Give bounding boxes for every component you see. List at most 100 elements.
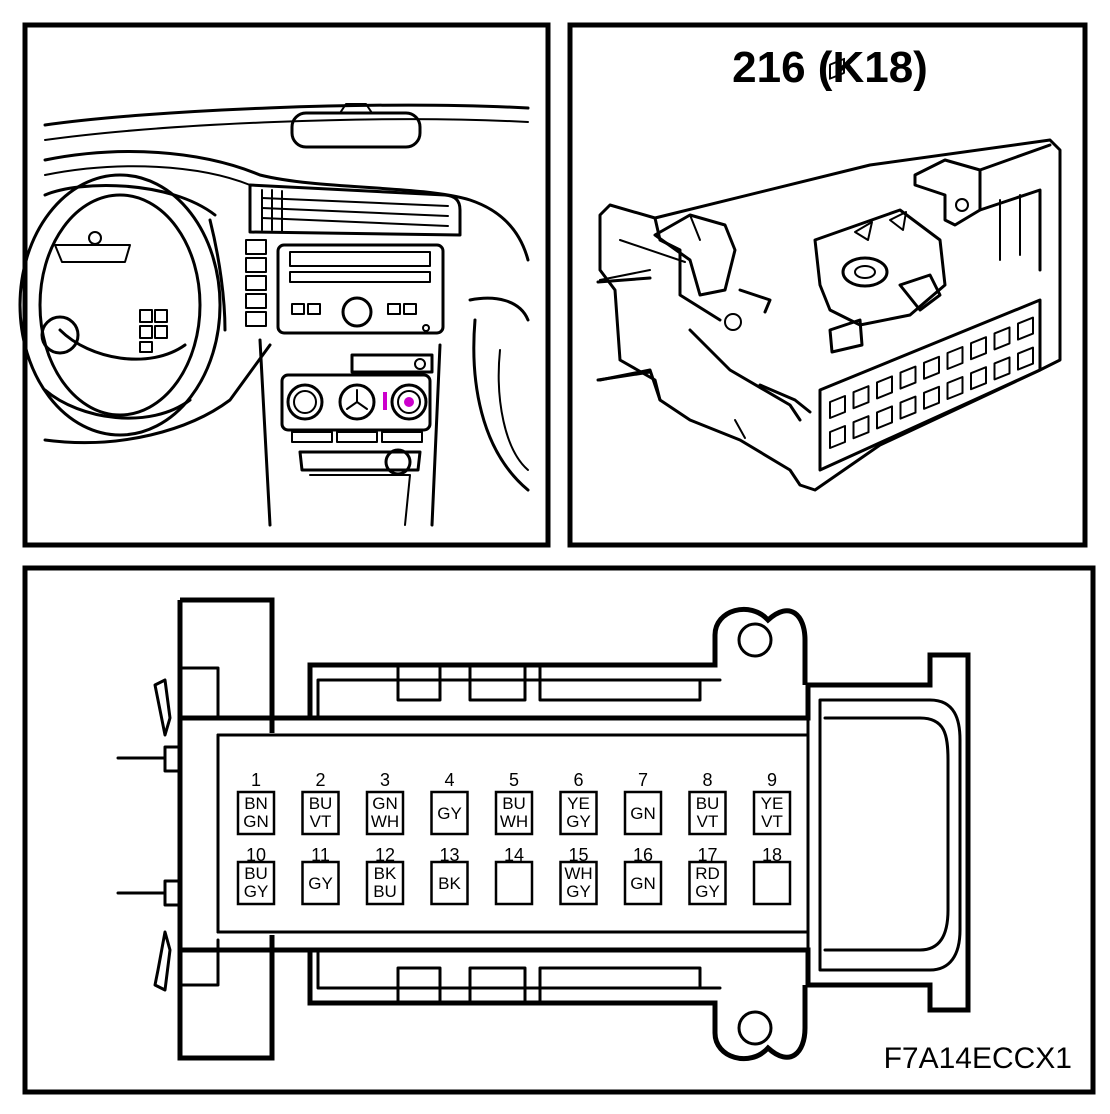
pin-number: 5 — [509, 770, 519, 790]
pin-cavity — [623, 860, 663, 906]
pin-7: 7GN — [623, 770, 663, 836]
pin-cavity — [752, 790, 792, 836]
pin-number: 14 — [504, 845, 524, 865]
cavity — [923, 355, 940, 380]
wire-color: VT — [697, 812, 719, 831]
wire-color: WH — [564, 864, 592, 883]
wire-color: VT — [761, 812, 783, 831]
cavity — [946, 376, 964, 400]
pin-number: 8 — [702, 770, 712, 790]
cavity — [993, 356, 1011, 381]
wire-color: WH — [500, 812, 528, 831]
pin-cavity — [688, 860, 727, 906]
wire-color: BK — [438, 874, 461, 893]
cavity — [899, 365, 917, 390]
pin-number: 3 — [380, 770, 390, 790]
wire-color: GN — [372, 794, 398, 813]
pin-cavity — [430, 790, 469, 836]
pin-number: 10 — [246, 845, 266, 865]
wire-color: BU — [502, 794, 526, 813]
wire-color: GY — [244, 882, 269, 901]
pin-number: 6 — [573, 770, 583, 790]
pin-cavity — [236, 860, 276, 906]
wire-color: GY — [308, 874, 333, 893]
wire-color: GN — [630, 874, 656, 893]
wire-color: YE — [567, 794, 590, 813]
cavity — [899, 395, 917, 420]
pin-4: 4GY — [430, 770, 469, 836]
wire-color: RD — [695, 864, 720, 883]
pin-14: 14 — [494, 845, 534, 906]
wire-color: YE — [761, 794, 784, 813]
pin-cavity — [559, 790, 598, 836]
pin-number: 18 — [762, 845, 782, 865]
pin-number: 16 — [633, 845, 653, 865]
pin-cavity — [365, 860, 405, 906]
pin-number: 9 — [767, 770, 777, 790]
pin-grid: 1BNGN2BUVT3GNWH4GY5BUWH6YEGY7GN8BUVT9YEV… — [236, 770, 792, 906]
pin-cavity — [752, 860, 792, 906]
cavity — [923, 385, 940, 410]
pin-number: 17 — [697, 845, 717, 865]
pin-cavity — [365, 790, 405, 836]
cavity — [946, 346, 964, 370]
wire-color: GN — [630, 804, 656, 823]
cavity-grid — [829, 57, 845, 80]
cavity — [852, 385, 870, 410]
pin-number: 2 — [315, 770, 325, 790]
cavity — [829, 425, 846, 449]
cavity — [993, 326, 1011, 351]
pin-cavity — [236, 790, 276, 836]
pin-number: 12 — [375, 845, 395, 865]
pin-18: 18 — [752, 845, 792, 906]
pin-number: 4 — [444, 770, 454, 790]
pin-cavity — [430, 860, 469, 906]
wire-color: GY — [695, 882, 720, 901]
pin-cavity — [559, 860, 598, 906]
pin-number: 13 — [439, 845, 459, 865]
pin-cavity — [494, 790, 534, 836]
pin-number: 1 — [251, 770, 261, 790]
cavity — [970, 366, 987, 391]
cavity — [852, 415, 870, 440]
cavity — [876, 375, 893, 400]
wire-color: BU — [373, 882, 397, 901]
wire-color: BU — [309, 794, 333, 813]
pinout-panel: 1BNGN2BUVT3GNWH4GY5BUWH6YEGY7GN8BUVT9YEV… — [22, 565, 1096, 1095]
cavity — [829, 395, 846, 419]
pin-number: 7 — [638, 770, 648, 790]
wire-color: VT — [310, 812, 332, 831]
cavity — [876, 405, 893, 430]
pin-number: 11 — [311, 845, 330, 865]
location-marker — [404, 397, 414, 407]
wire-color: BU — [244, 864, 268, 883]
pin-cavity — [623, 790, 663, 836]
location-panel — [18, 22, 551, 548]
cavity — [1017, 316, 1034, 341]
wire-color: GY — [566, 812, 591, 831]
connector-3d-panel: 216 (K18) — [567, 22, 1088, 548]
wire-color: GN — [243, 812, 269, 831]
wire-color: WH — [371, 812, 399, 831]
pin-cavity — [688, 790, 727, 836]
wire-color: GY — [437, 804, 462, 823]
wire-color: BU — [696, 794, 720, 813]
pin-number: 15 — [568, 845, 588, 865]
cavity — [1017, 346, 1034, 371]
wire-color: BN — [244, 794, 268, 813]
pin-cavity — [301, 790, 340, 836]
figure-code: F7A14ECCX1 — [884, 1042, 1072, 1075]
